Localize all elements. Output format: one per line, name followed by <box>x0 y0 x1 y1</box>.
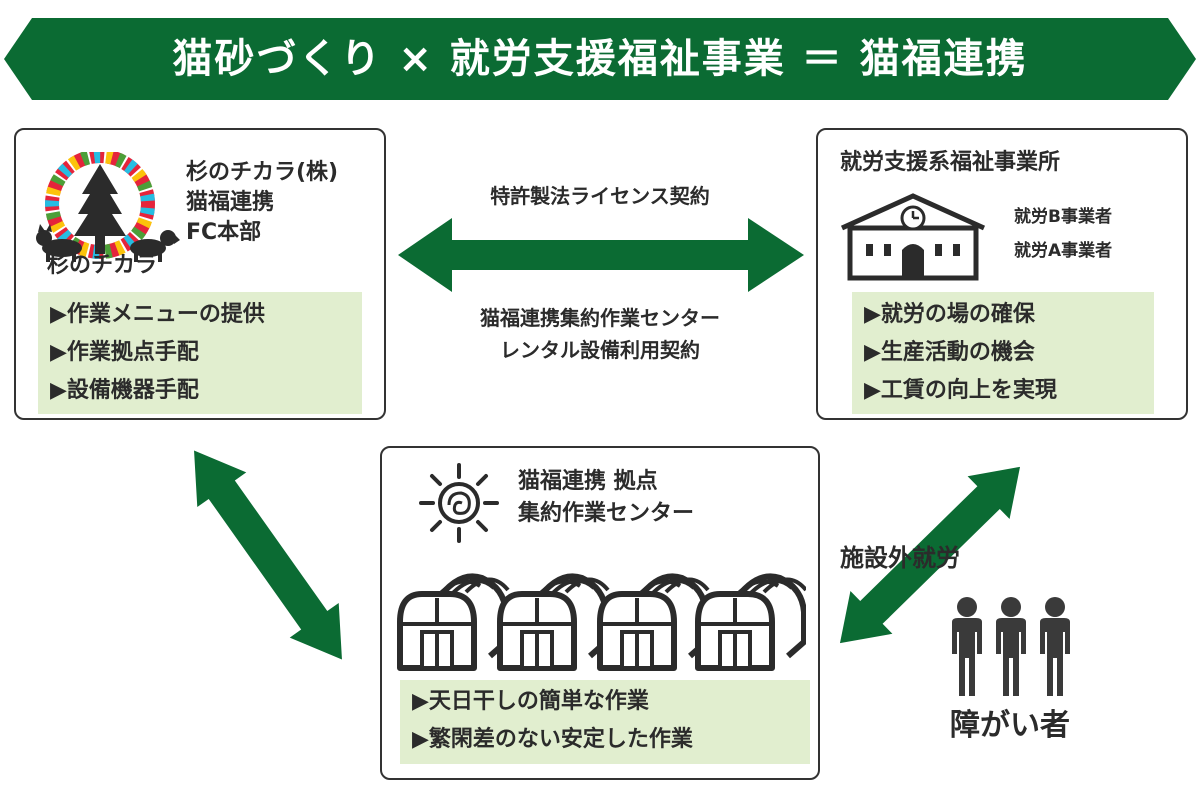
greenhouse-icon <box>695 573 806 671</box>
greenhouse-icon <box>397 573 510 671</box>
greenhouse-row <box>397 573 806 671</box>
hq-name-line: FC本部 <box>186 220 262 245</box>
list-item: ▶繁閑差のない安定した作業 <box>412 727 693 752</box>
title-banner <box>4 18 1196 100</box>
rental-contract-label: 猫福連携集約作業センター レンタル設備利用契約 <box>400 302 800 366</box>
hq-box: 杉のチカラ 杉のチカラ(株) 猫福連携 FC本部 ▶作業メニューの提供 ▶作業拠… <box>14 128 386 420</box>
list-item: ▶生産活動の機会 <box>864 340 1035 365</box>
cat-icon <box>36 224 82 262</box>
title-banner-shape <box>4 18 1196 100</box>
center-title-line: 猫福連携 拠点 <box>518 469 658 494</box>
welfare-title: 就労支援系福祉事業所 <box>840 150 1061 175</box>
rental-label-line: レンタル設備利用契約 <box>500 338 700 362</box>
rental-label-line: 猫福連携集約作業センター <box>480 306 720 330</box>
person-icon <box>996 597 1026 696</box>
sun-icon <box>419 463 499 543</box>
people-label: 障がい者 <box>950 708 1070 743</box>
center-box: 猫福連携 拠点 集約作業センター ▶天日干しの簡単な作業 ▶繁閑差のない安定した… <box>380 446 820 780</box>
hq-logo: 杉のチカラ <box>36 152 180 276</box>
list-item: ▶就労の場の確保 <box>864 302 1035 327</box>
arrow-hq-center <box>194 450 342 660</box>
page-title: 猫砂づくり × 就労支援福祉事業 ＝ 猫福連携 <box>172 36 1028 82</box>
school-building-icon <box>840 193 986 281</box>
list-item: ▶天日干しの簡単な作業 <box>412 689 649 714</box>
hq-logo-text: 杉のチカラ <box>47 252 157 276</box>
welfare-box: 就労支援系福祉事業所 就労B事業者 就労A事業者 <box>816 128 1188 420</box>
welfare-type: 就労B事業者 <box>1014 207 1112 227</box>
arrow-hq-welfare <box>398 218 804 292</box>
hq-bullet-list: ▶作業メニューの提供 ▶作業拠点手配 ▶設備機器手配 <box>38 292 362 414</box>
dog-icon <box>130 230 180 262</box>
center-bullet-list: ▶天日干しの簡単な作業 ▶繁閑差のない安定した作業 <box>400 680 810 764</box>
hq-name-line: 杉のチカラ(株) <box>186 160 339 185</box>
list-item: ▶作業メニューの提供 <box>50 302 265 327</box>
greenhouse-icon <box>597 573 710 671</box>
arrow-welfare-center <box>839 466 1021 644</box>
hq-name-line: 猫福連携 <box>186 190 275 215</box>
people-group <box>952 597 1070 696</box>
list-item: ▶設備機器手配 <box>50 378 199 403</box>
greenhouse-icon <box>497 573 610 671</box>
person-icon <box>1040 597 1070 696</box>
welfare-bullet-list: ▶就労の場の確保 ▶生産活動の機会 ▶工賃の向上を実現 <box>852 292 1154 414</box>
list-item: ▶工賃の向上を実現 <box>864 378 1057 403</box>
patent-license-label: 特許製法ライセンス契約 <box>490 184 710 208</box>
welfare-type: 就労A事業者 <box>1014 241 1113 261</box>
center-title-line: 集約作業センター <box>518 501 695 526</box>
clock-icon <box>900 205 926 231</box>
list-item: ▶作業拠点手配 <box>50 340 199 365</box>
center-title: 猫福連携 拠点 集約作業センター <box>518 466 694 530</box>
person-icon <box>952 597 982 696</box>
offsite-work-label: 施設外就労 <box>840 544 960 572</box>
hq-name: 杉のチカラ(株) 猫福連携 FC本部 <box>186 158 386 248</box>
tree-icon <box>74 164 126 254</box>
welfare-types: 就労B事業者 就労A事業者 <box>1014 200 1112 268</box>
